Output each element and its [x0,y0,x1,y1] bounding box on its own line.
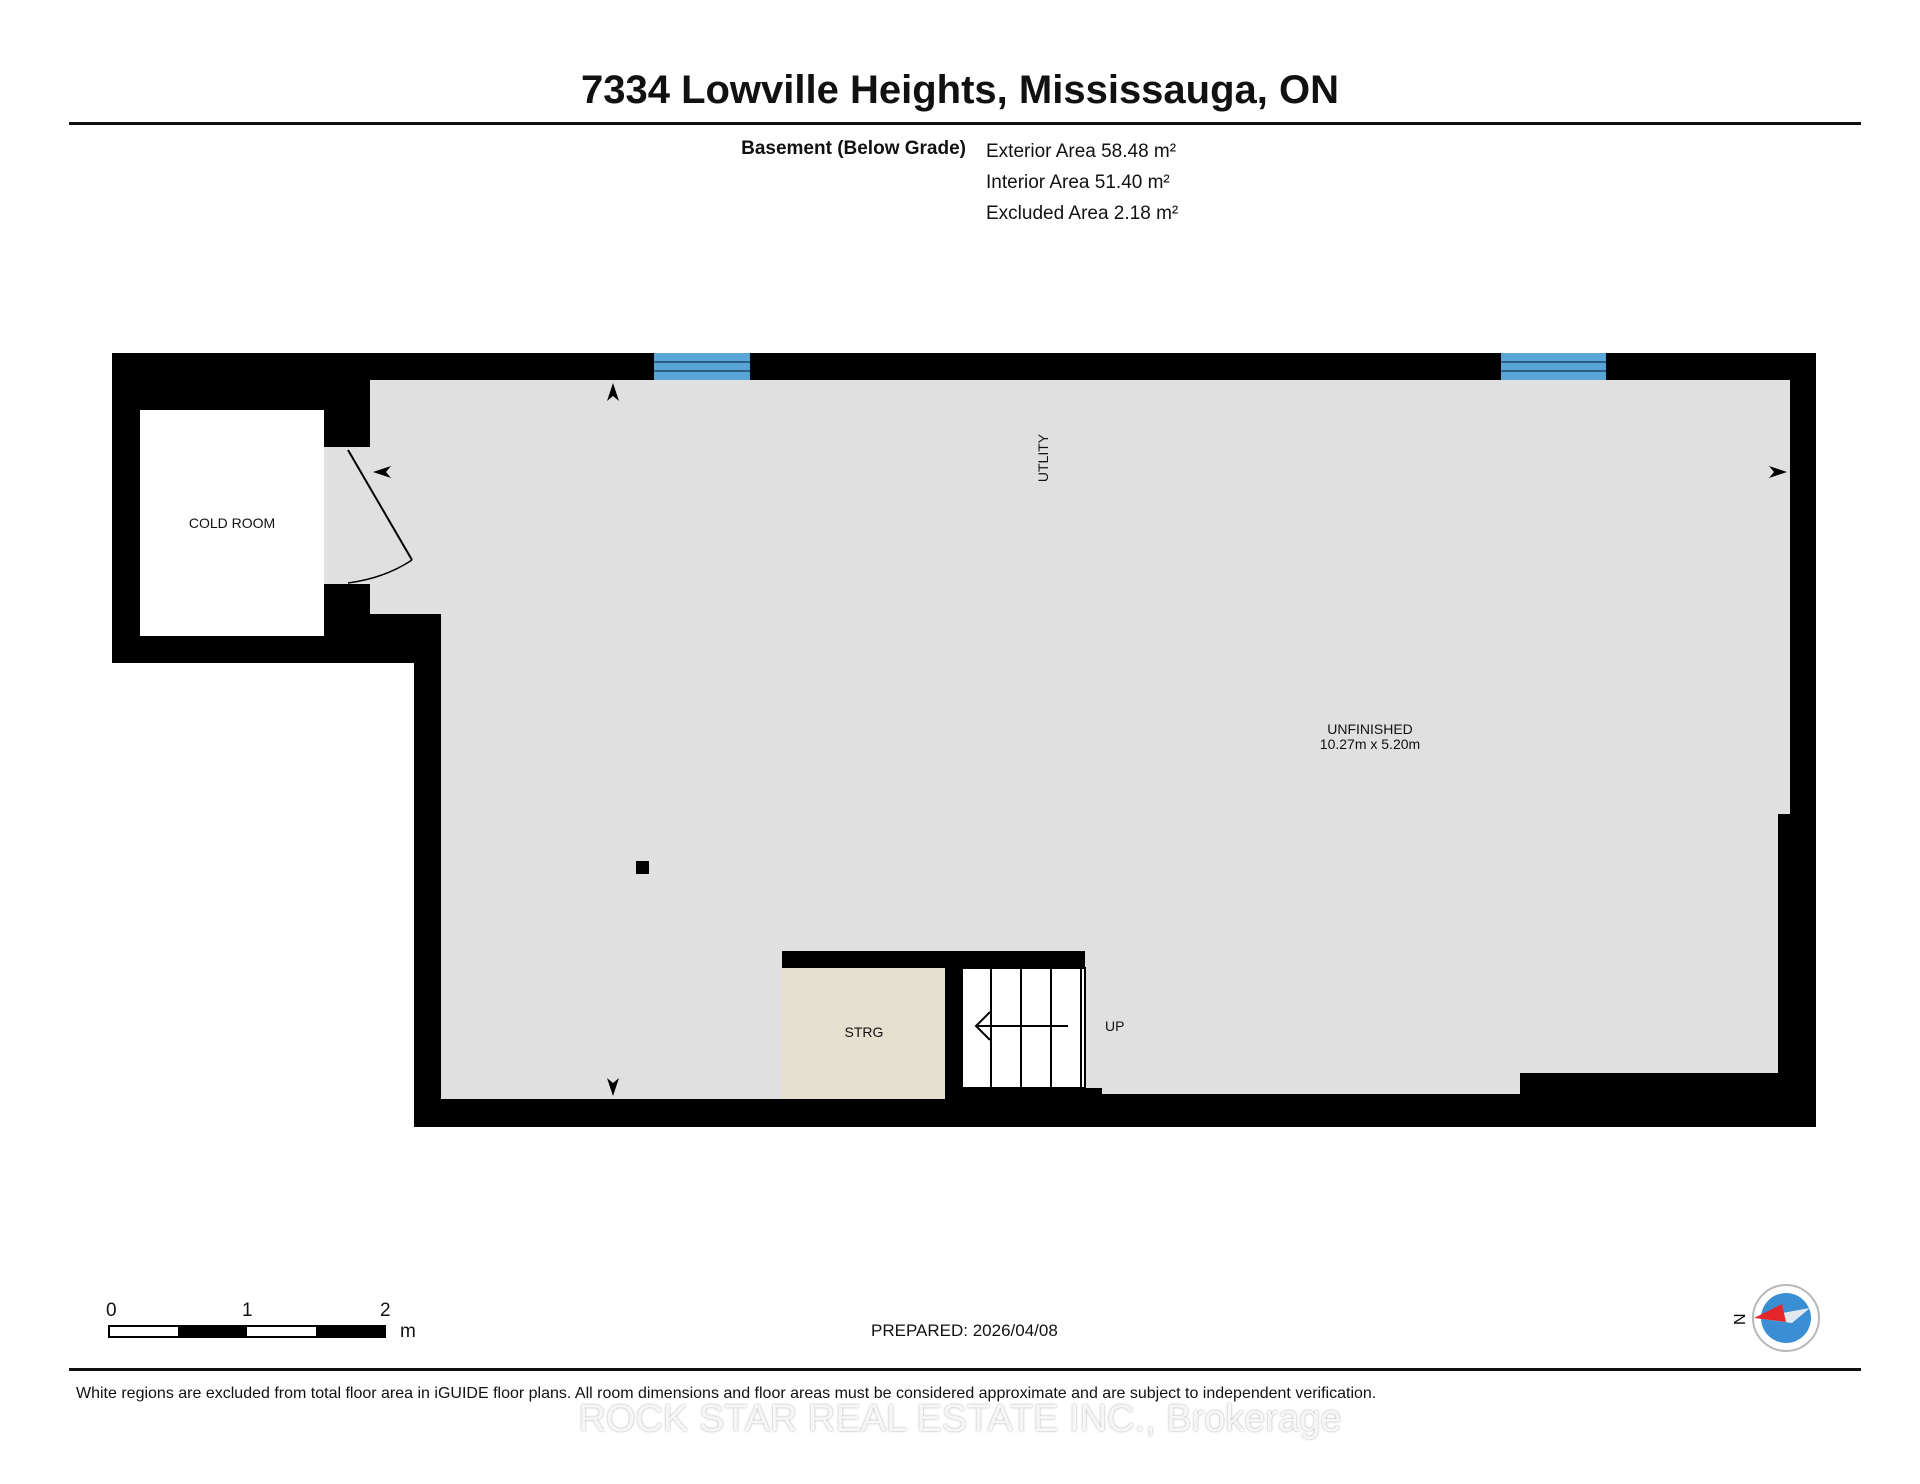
brokerage-watermark: ROCK STAR REAL ESTATE INC., Brokerage [578,1398,1342,1440]
level-name: Basement (Below Grade) [741,138,966,159]
dimension-marker [607,383,619,401]
scale-unit: m [400,1321,416,1342]
scale-bar [108,1325,386,1338]
disclaimer-text: White regions are excluded from total fl… [76,1385,1377,1402]
cold-room [140,410,324,636]
scale-tick-0: 0 [106,1300,117,1321]
cold-room-label: COLD ROOM [189,515,275,531]
interior-area: Interior Area 51.40 m² [986,172,1170,193]
scale-tick-1: 1 [242,1300,253,1321]
header-rule [69,122,1861,125]
stairs [961,967,1086,1089]
stairs-label: UP [1105,1018,1124,1034]
area-summary: Exterior Area 58.48 m² Interior Area 51.… [986,136,1178,229]
support-column [636,861,649,874]
footer-rule [69,1368,1861,1371]
storage-top-wall [782,951,1085,968]
dimension-marker [607,1078,619,1096]
compass-icon: N [1732,1284,1820,1352]
utility-label: UTLITY [1035,433,1051,482]
prepared-date: PREPARED: 2026/04/08 [871,1321,1058,1340]
unfinished-dimensions: 10.27m x 5.20m [1320,736,1420,752]
scale-tick-2: 2 [380,1300,391,1321]
dimension-marker [1769,466,1787,478]
storage-label: STRG [845,1024,884,1040]
page-title: 7334 Lowville Heights, Mississauga, ON [580,68,1340,112]
storage-room-floor [782,968,945,1099]
window [654,353,750,380]
cold-room-doorway [324,447,372,584]
unfinished-label: UNFINISHED [1327,721,1413,737]
compass-north-label: N [1732,1313,1749,1325]
excluded-area: Excluded Area 2.18 m² [986,203,1179,224]
unfinished-room-floor [370,380,1790,1099]
stair-arrowhead [974,1011,991,1041]
cold-room-door [347,449,413,561]
window [1501,353,1606,380]
dimension-marker [373,466,391,478]
exterior-area: Exterior Area 58.48 m² [986,141,1177,162]
storage-side-wall [945,968,962,1099]
door-swing-arc [347,559,413,584]
stair-landing-wall [962,1088,1102,1099]
